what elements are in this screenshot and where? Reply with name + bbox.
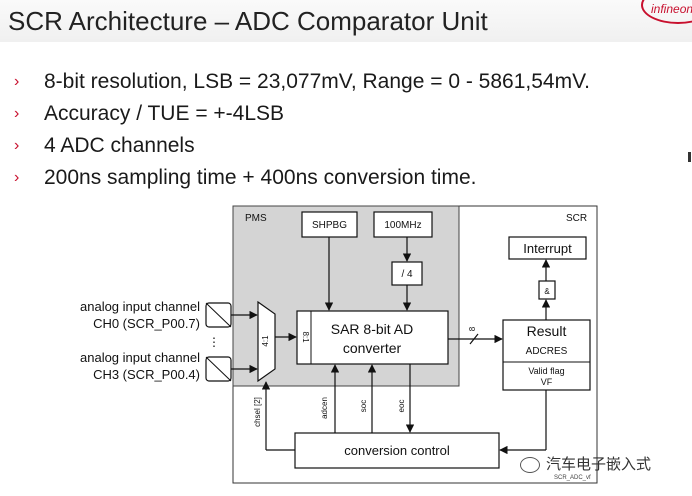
gate-symbol: & <box>544 287 550 296</box>
bullet-text: 200ns sampling time + 400ns conversion t… <box>44 166 477 189</box>
conversion-control-label: conversion control <box>344 443 450 458</box>
sar-input-bits: 8:1 <box>301 331 310 343</box>
bullet-text: 4 ADC channels <box>44 134 195 157</box>
chsel-label: chsel [2] <box>253 397 262 427</box>
bullet-marker: › <box>14 137 20 154</box>
bullet-marker: › <box>14 73 20 90</box>
shpbg-label: SHPBG <box>312 220 347 231</box>
valid-flag-label: Valid flag <box>528 366 564 376</box>
adcres-label: ADCRES <box>526 346 568 357</box>
eoc-label: eoc <box>397 400 406 413</box>
bus-width-label: 8 <box>468 326 477 331</box>
ch3-label-line1: analog input channel <box>80 350 200 365</box>
divider-label: / 4 <box>401 269 413 280</box>
watermark: 汽车电子嵌入式 <box>520 453 651 474</box>
input-multiplexer <box>257 300 276 383</box>
conversion-control-block <box>294 432 500 469</box>
result-block <box>502 319 591 391</box>
pms-label: PMS <box>245 213 267 224</box>
page-title: SCR Architecture – ADC Comparator Unit <box>8 6 488 36</box>
ch3-pin-mark <box>205 356 232 382</box>
ch0-pin-mark <box>205 302 232 328</box>
bullet-marker: › <box>14 105 20 122</box>
mux-ratio-label: 4:1 <box>261 335 270 347</box>
bullet-text: Accuracy / TUE = +-4LSB <box>44 102 285 125</box>
wechat-icon <box>520 457 540 474</box>
bullet-marker: › <box>14 169 20 186</box>
title-bar: SCR Architecture – ADC Comparator Unit i… <box>0 0 692 42</box>
signal-lines <box>231 237 551 455</box>
sar-label-line2: converter <box>343 340 402 356</box>
ch0-label-line1: analog input channel <box>80 299 200 314</box>
watermark-text: 汽车电子嵌入式 <box>546 456 652 473</box>
bullet-text: 8-bit resolution, LSB = 23,077mV, Range … <box>44 70 590 93</box>
clock-block <box>373 211 433 238</box>
soc-label: soc <box>359 400 368 412</box>
interrupt-label: Interrupt <box>523 241 572 256</box>
sar-converter-block <box>296 310 449 365</box>
channel-ellipsis: ⋮ <box>208 335 220 349</box>
ch0-label-line2: CH0 (SCR_P00.7) <box>93 316 200 331</box>
result-label: Result <box>527 323 567 339</box>
sar-label-line1: SAR 8-bit AD <box>331 321 413 337</box>
scr-label: SCR <box>566 213 587 224</box>
vf-label: VF <box>541 377 553 387</box>
clock-label: 100MHz <box>384 220 421 231</box>
adcen-label: adcen <box>320 397 329 419</box>
ch3-label-line2: CH3 (SCR_P00.4) <box>93 367 200 382</box>
gate-block <box>538 280 556 300</box>
figure-caption: SCR_ADC_vf <box>554 475 591 481</box>
edge-marker <box>688 152 691 162</box>
interrupt-block <box>508 236 587 260</box>
